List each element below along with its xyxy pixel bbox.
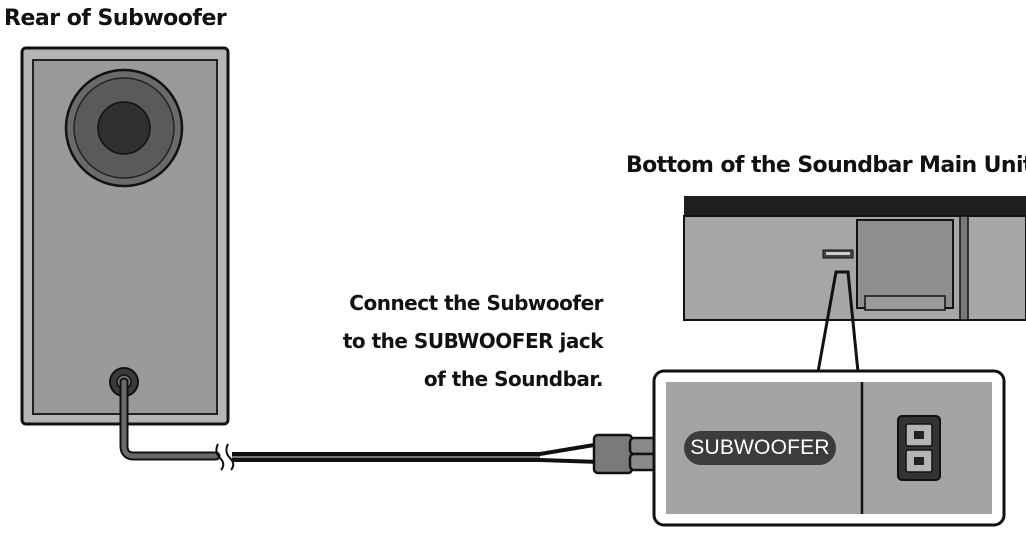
instruction-line-2: to the SUBWOOFER jack xyxy=(342,329,604,353)
zoom-callout-pointer xyxy=(816,270,860,373)
speaker-driver-icon xyxy=(64,68,184,188)
instruction-line-1: Connect the Subwoofer xyxy=(349,291,603,315)
subwoofer-jack-label: SUBWOOFER xyxy=(684,431,836,465)
connection-instruction: Connect the Subwoofer to the SUBWOOFER j… xyxy=(283,284,604,398)
soundbar-bottom xyxy=(683,196,1026,321)
soundbar-title: Bottom of the Soundbar Main Unit xyxy=(626,153,1026,178)
subwoofer-title: Rear of Subwoofer xyxy=(4,6,227,31)
power-socket-icon xyxy=(897,415,941,481)
subwoofer-cable xyxy=(119,377,601,471)
subwoofer-rear xyxy=(20,46,230,426)
instruction-line-3: of the Soundbar. xyxy=(423,367,604,391)
